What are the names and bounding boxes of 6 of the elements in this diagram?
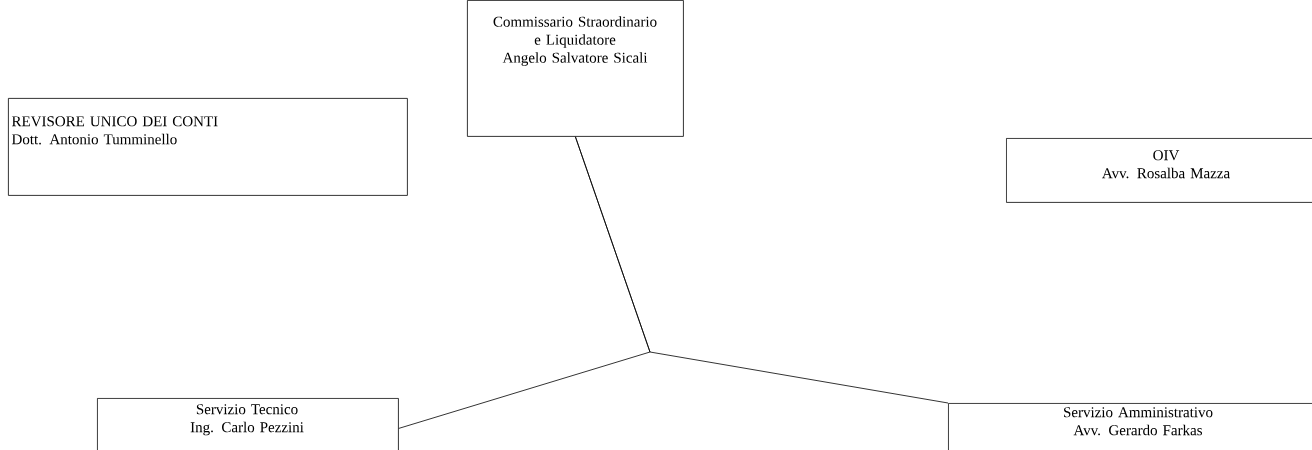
org-box: Commissario Straordinario e Liquidatore Angelo Salvatore Sicali bbox=[467, 0, 684, 137]
org-box: Servizio Tecnico Ing. Carlo Pezzini bbox=[97, 398, 399, 450]
connector-line bbox=[575, 136, 949, 404]
org-box: Servizio Amministrativo Avv. Gerardo Farkas bbox=[948, 403, 1312, 450]
org-box: OIV Avv. Rosalba Mazza bbox=[1006, 138, 1312, 203]
org-box: REVISORE UNICO DEI CONTI Dott. Antonio Tumminello bbox=[8, 98, 408, 196]
